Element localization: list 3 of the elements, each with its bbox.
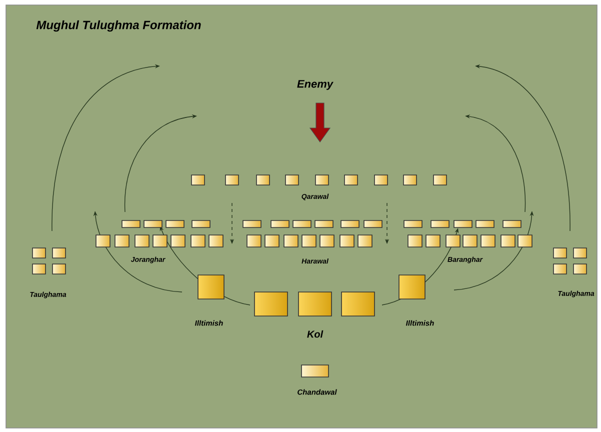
enemy-label: Enemy — [297, 80, 334, 90]
formation-label: Kol — [307, 330, 324, 338]
title: Mughul Tulughma Formation — [36, 20, 201, 32]
